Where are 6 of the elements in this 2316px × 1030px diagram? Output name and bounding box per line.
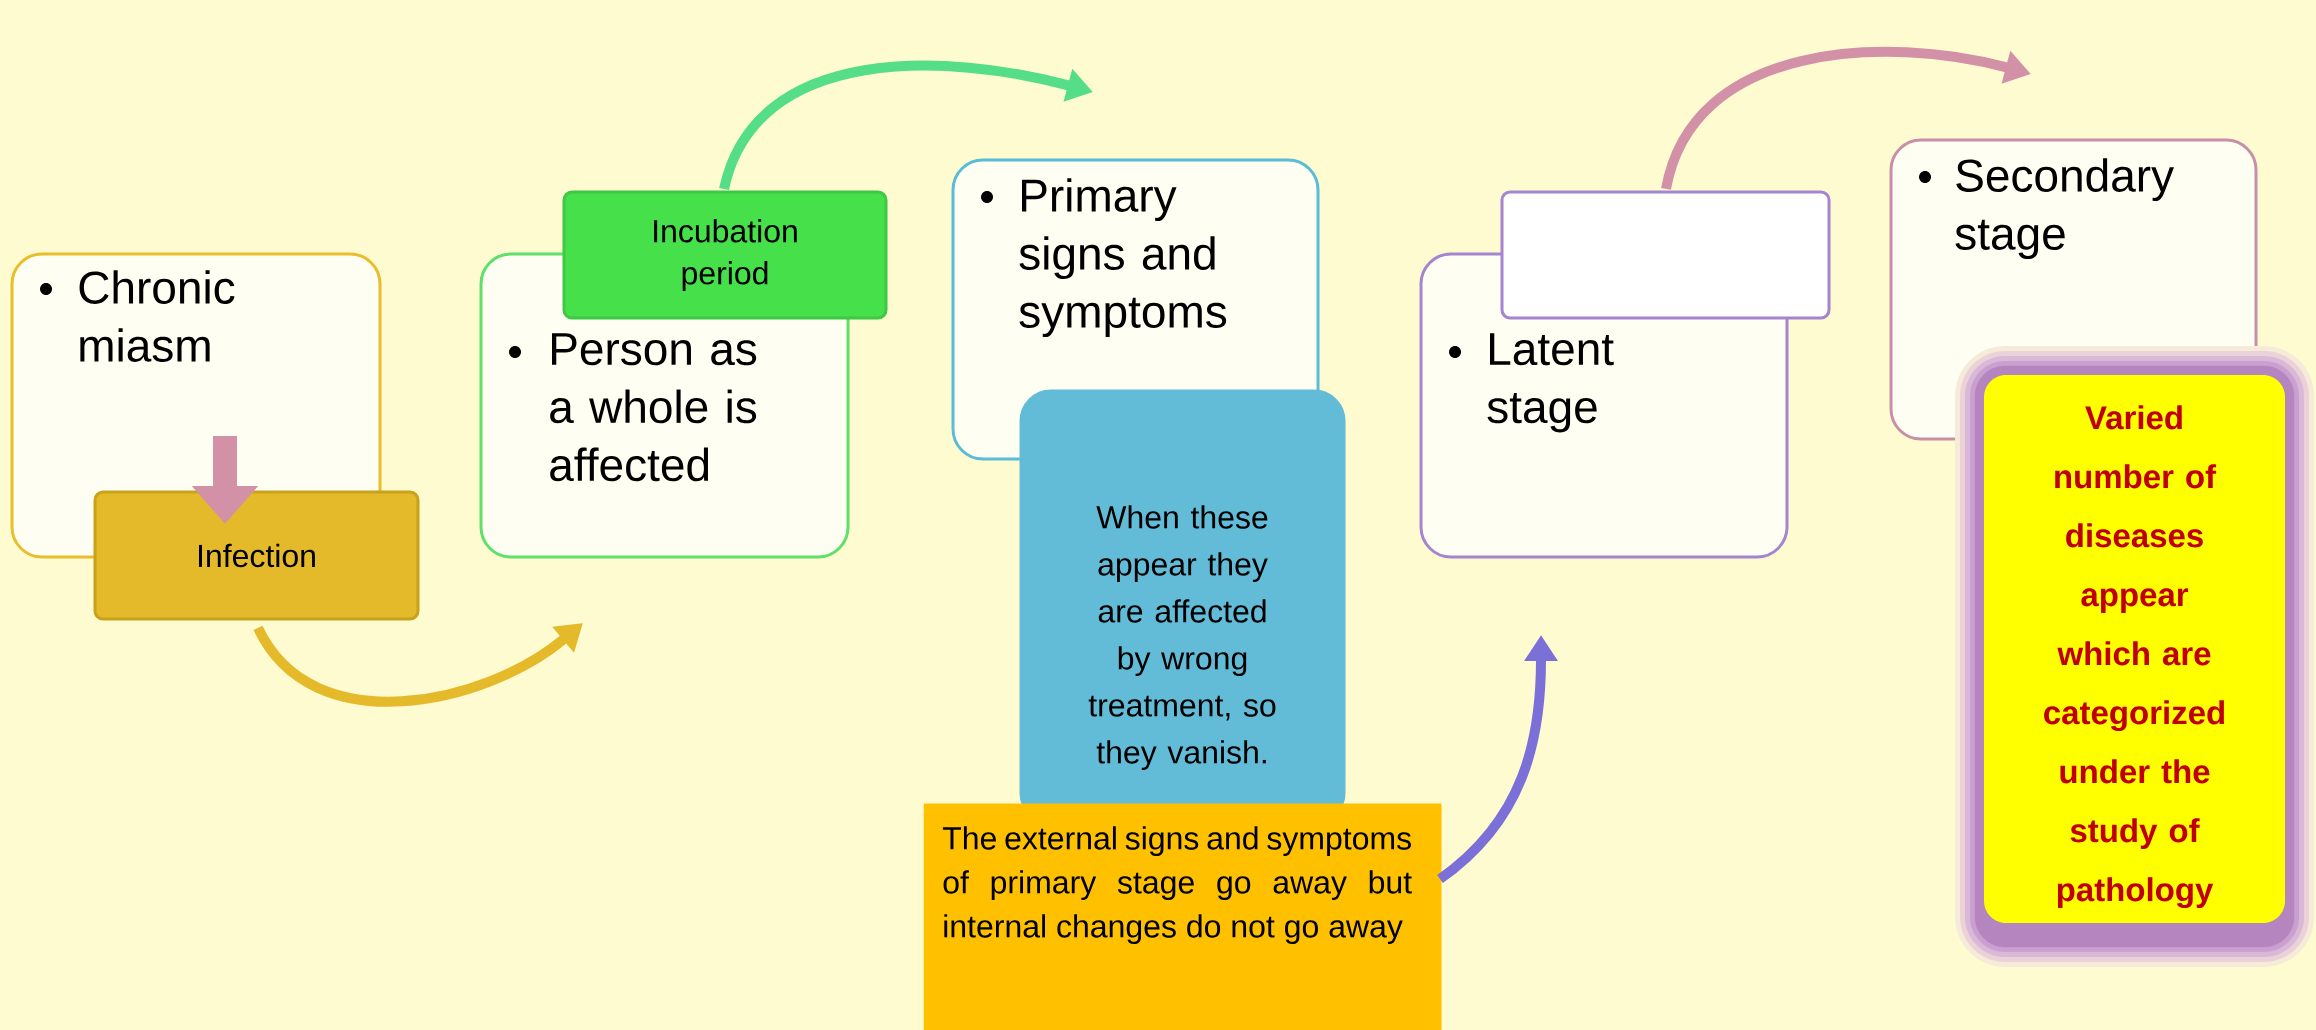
note-box: When these appear they are affected by wrong treatment, so they vanish. bbox=[1019, 389, 1346, 825]
empty-box bbox=[1500, 190, 1831, 320]
highlight-box: Varied number of diseases appear which are categorized under the study of pathology bbox=[1955, 346, 2314, 967]
note-box: The external signs and symptoms of primary stage go away but internal changes do not go away bbox=[923, 803, 1442, 1030]
label-box: Infection bbox=[93, 490, 420, 621]
label-box: Incubation period bbox=[562, 190, 888, 320]
